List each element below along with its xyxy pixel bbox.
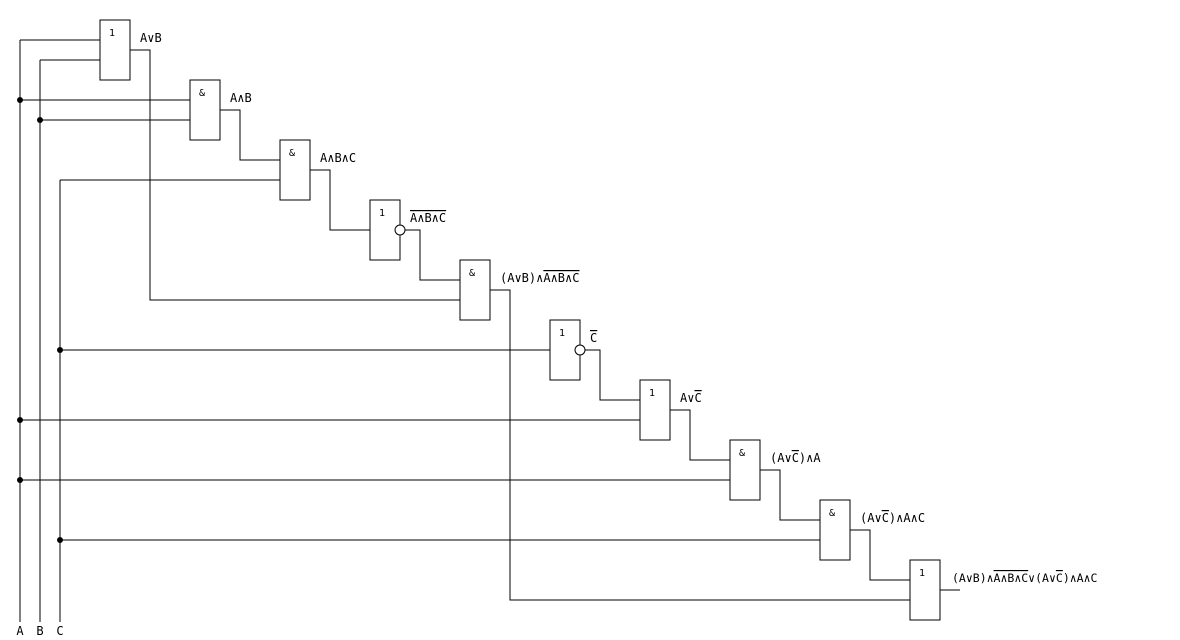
junction-dot xyxy=(37,117,43,123)
junction-dot xyxy=(57,347,63,353)
gate-box xyxy=(279,139,311,201)
gate-box xyxy=(729,439,761,501)
input-labels: A B C xyxy=(16,624,63,638)
gate-box xyxy=(459,259,491,321)
gate-output-label: A∧B∧C xyxy=(410,211,446,225)
gate-symbol: 1 xyxy=(649,388,655,399)
wire-g3-to-g4 xyxy=(310,169,370,231)
gate-symbol: & xyxy=(289,148,295,159)
gate-symbol: 1 xyxy=(379,208,385,219)
label-part: (A∨ xyxy=(770,451,792,465)
overlined-text: C xyxy=(882,511,889,525)
gate-output-label: C xyxy=(590,331,597,345)
gate-output-label: A∧B∧C xyxy=(320,151,356,165)
final-output-label: (A∨B)∧A∧B∧C∨(A∨C)∧A∧C xyxy=(952,571,1098,585)
wire-g2-to-g3 xyxy=(220,109,280,161)
wire-g7-to-g8 xyxy=(670,409,730,461)
gate-output-label: (A∨C)∧A xyxy=(770,451,821,465)
gate-symbol: & xyxy=(469,268,475,279)
label-part: )∧A∧C xyxy=(889,511,925,525)
wire-g8-to-g9 xyxy=(760,469,820,521)
gate-output-label: A∨B xyxy=(140,31,162,45)
gate-output-label: A∨C xyxy=(680,391,702,405)
gate-3: & A∧B∧C xyxy=(279,139,356,201)
gate-2: & A∧B xyxy=(189,79,252,141)
gate-box xyxy=(189,79,221,141)
input-label-a: A xyxy=(16,624,24,638)
gate-symbol: & xyxy=(829,508,835,519)
inverter-bubble xyxy=(574,344,586,356)
overlined-text: C xyxy=(590,331,597,345)
label-part: )∧A xyxy=(799,451,821,465)
gate-symbol: 1 xyxy=(109,28,115,39)
wire-g6-to-g7 xyxy=(585,349,640,401)
gate-box xyxy=(639,379,671,441)
junction-dot xyxy=(57,537,63,543)
label-part: (A∨ xyxy=(860,511,882,525)
inverter-bubble xyxy=(394,224,406,236)
gate-8: & (A∨C)∧A xyxy=(729,439,821,501)
gate-1: 1 A∨B xyxy=(99,19,162,81)
gate-box xyxy=(819,499,851,561)
junctions xyxy=(17,97,63,543)
gate-4: 1 A∧B∧C xyxy=(369,199,446,261)
overlined-text: A∧B∧C xyxy=(410,211,446,225)
junction-dot xyxy=(17,477,23,483)
wire-g9-to-g10 xyxy=(850,529,910,581)
wire-g4-to-g5 xyxy=(405,229,460,281)
gate-symbol: 1 xyxy=(919,568,925,579)
gate-output-label: A∧B xyxy=(230,91,252,105)
gate-symbol: 1 xyxy=(559,328,565,339)
input-label-b: B xyxy=(36,624,43,638)
label-part: ∨(A∨ xyxy=(1028,571,1056,585)
gate-box xyxy=(909,559,941,621)
label-part: (A∨B)∧ xyxy=(952,571,994,585)
gate-6: 1 C xyxy=(549,319,597,381)
gate-output-label: (A∨C)∧A∧C xyxy=(860,511,925,525)
label-part: A∨ xyxy=(680,391,694,405)
gate-symbol: & xyxy=(739,448,745,459)
gate-10: 1 (A∨B)∧A∧B∧C∨(A∨C)∧A∧C xyxy=(909,559,1098,621)
wire-g5-to-g10 xyxy=(490,289,910,601)
gate-7: 1 A∨C xyxy=(639,379,702,441)
overlined-text: C xyxy=(792,451,799,465)
label-part: )∧A∧C xyxy=(1063,571,1098,585)
overlined-text: C xyxy=(694,391,701,405)
wires xyxy=(19,39,960,622)
junction-dot xyxy=(17,417,23,423)
overlined-text: A∧B∧C xyxy=(994,571,1029,585)
wire-g1-to-g5 xyxy=(130,49,460,301)
input-label-c: C xyxy=(56,624,63,638)
gate-box xyxy=(99,19,131,81)
gate-output-label: (A∨B)∧A∧B∧C xyxy=(500,271,579,285)
overlined-text: C xyxy=(1056,571,1063,585)
junction-dot xyxy=(17,97,23,103)
overlined-text: A∧B∧C xyxy=(543,271,579,285)
gate-9: & (A∨C)∧A∧C xyxy=(819,499,925,561)
label-part: (A∨B)∧ xyxy=(500,271,543,285)
gate-symbol: & xyxy=(199,88,205,99)
gate-5: & (A∨B)∧A∧B∧C xyxy=(459,259,579,321)
